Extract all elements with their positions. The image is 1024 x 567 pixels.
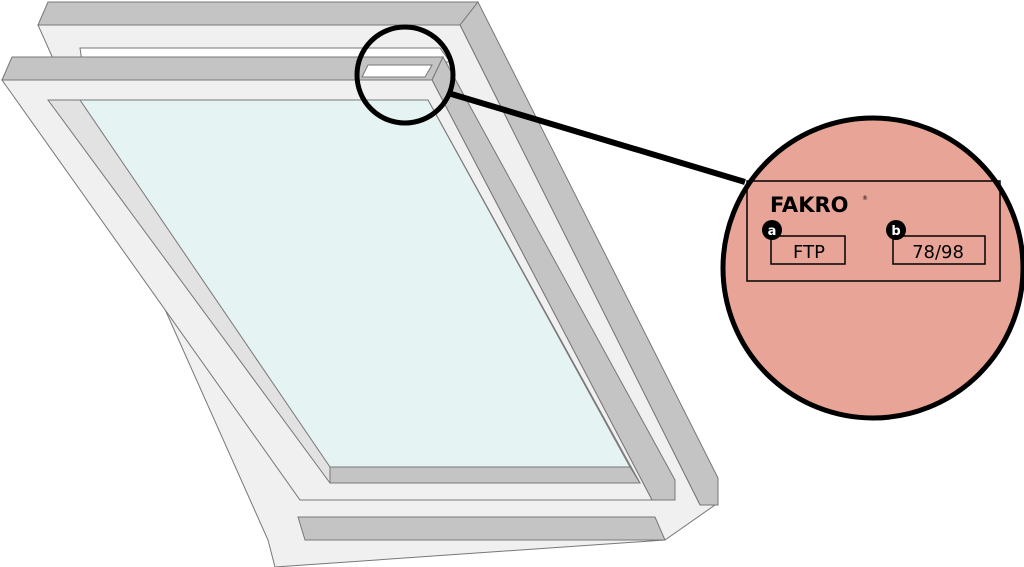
field-b-marker-letter: b [891,224,900,239]
magnifier-connector-line [447,90,746,185]
magnifier-small-circle [354,24,456,126]
back-frame-top-face [37,1,480,26]
label-slot [361,64,433,78]
magnifier-large-circle [720,115,1024,421]
label-plate [746,180,1001,282]
field-a-value: FTP [793,242,825,263]
field-b-value: 78/98 [912,242,964,263]
sash-bottom-bevel [329,466,641,484]
back-frame-bottom-bar [297,516,666,541]
field-a-box [770,235,846,265]
field-a-marker [762,220,782,240]
field-b-marker [886,220,906,240]
field-b-box [892,235,986,265]
registered-mark: ® [862,195,868,202]
front-sash [1,55,676,501]
brand-logo: FAKRO [770,193,848,217]
field-a-marker-letter: a [768,224,777,239]
